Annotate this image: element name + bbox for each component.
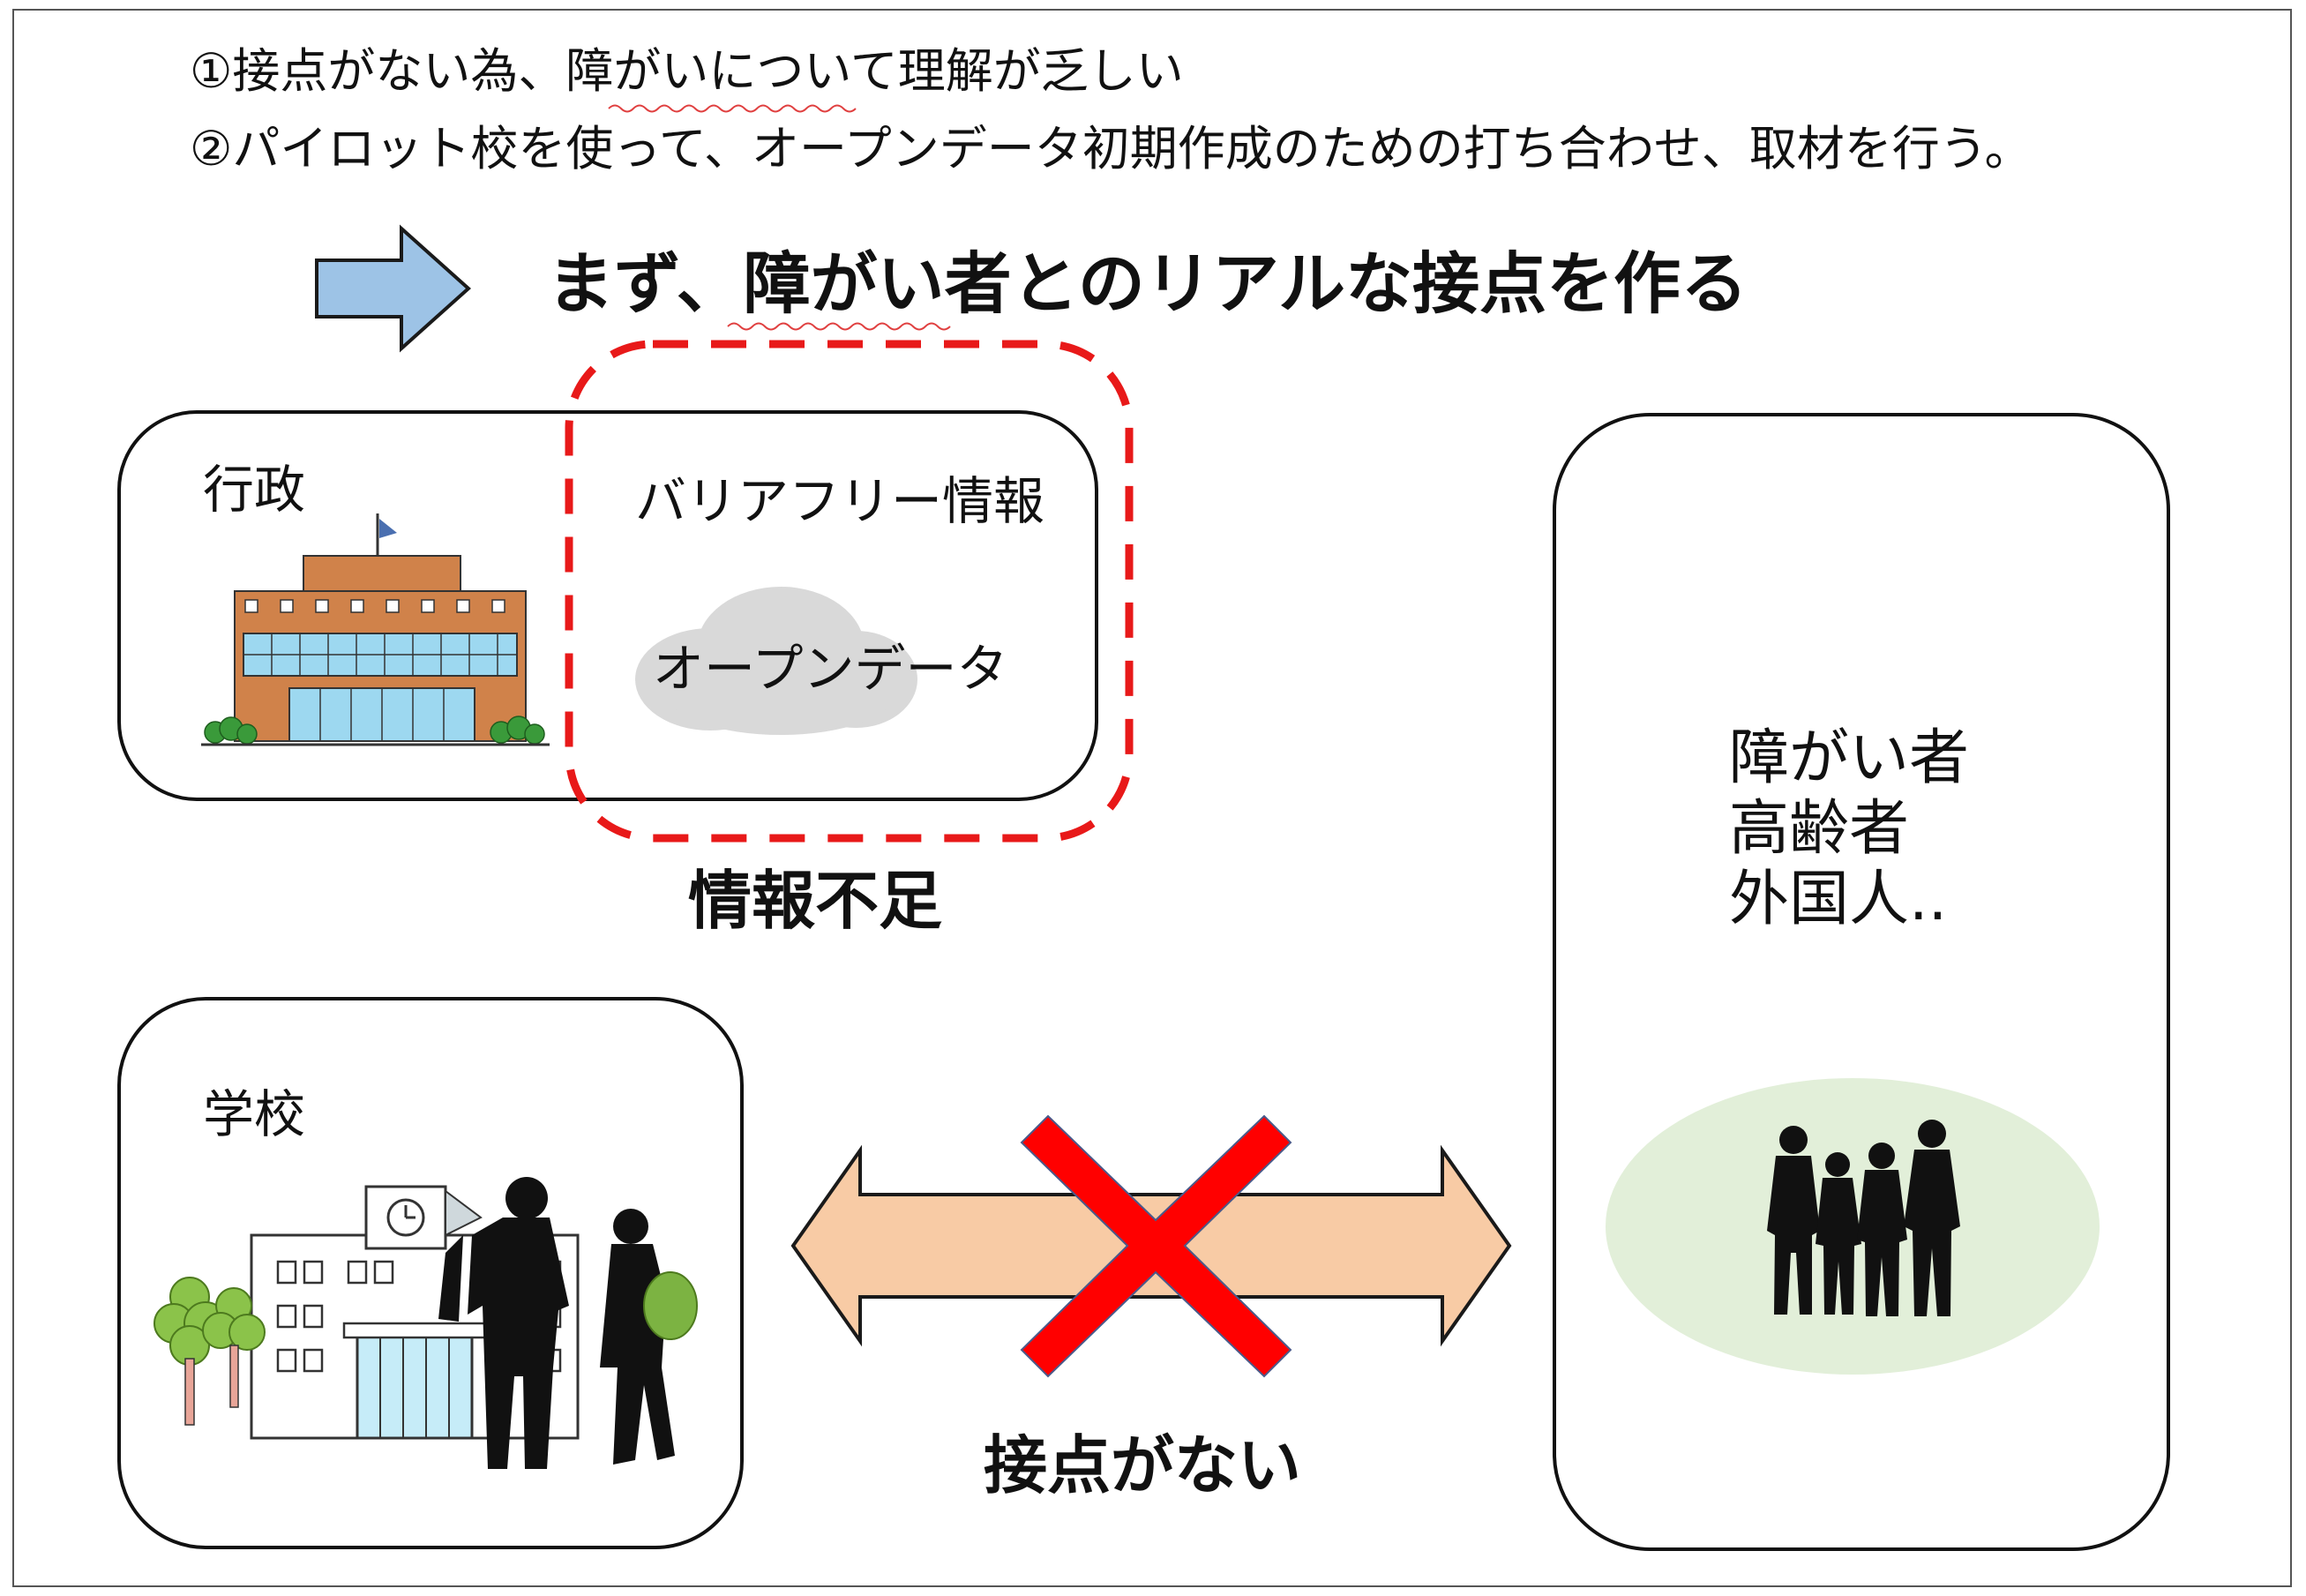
- info-shortage-label: 情報不足: [688, 864, 943, 938]
- building-icon: [201, 513, 550, 746]
- school-title: 学校: [203, 1084, 306, 1144]
- cross-icon: [1020, 1114, 1292, 1378]
- spellcheck-underline-2: [727, 322, 951, 331]
- intro-line-1: ①接点がない為、障がいについて理解が乏しい: [190, 43, 1184, 99]
- headline: まず、障がい者とのリアルな接点を作る: [547, 244, 1748, 323]
- people-line-1: 障がい者: [1729, 723, 1970, 793]
- right-arrow-icon: [315, 224, 471, 353]
- people-silhouette-icon: [1606, 1078, 2100, 1375]
- school-icon: [153, 1177, 698, 1469]
- people-lines: 障がい者 高齢者 外国人..: [1729, 723, 1969, 936]
- open-data-label: オープンデータ: [653, 639, 1008, 699]
- spellcheck-underline-1: [608, 104, 857, 113]
- cloud-icon: [635, 587, 917, 735]
- barrier-free-info-label: バリアフリー情報: [635, 471, 1045, 531]
- people-line-3: 外国人..: [1729, 865, 1948, 935]
- no-contact-label: 接点がない: [984, 1428, 1302, 1502]
- gov-title: 行政: [203, 460, 306, 520]
- dashed-highlight-box: [565, 340, 1134, 843]
- diagram-frame: [12, 9, 2292, 1587]
- intro-line-2: ②パイロット校を使って、オープンデータ初期作成のための打ち合わせ、取材を行う。: [190, 121, 2033, 176]
- people-panel: [1553, 413, 2170, 1551]
- people-line-2: 高齢者: [1729, 794, 1910, 865]
